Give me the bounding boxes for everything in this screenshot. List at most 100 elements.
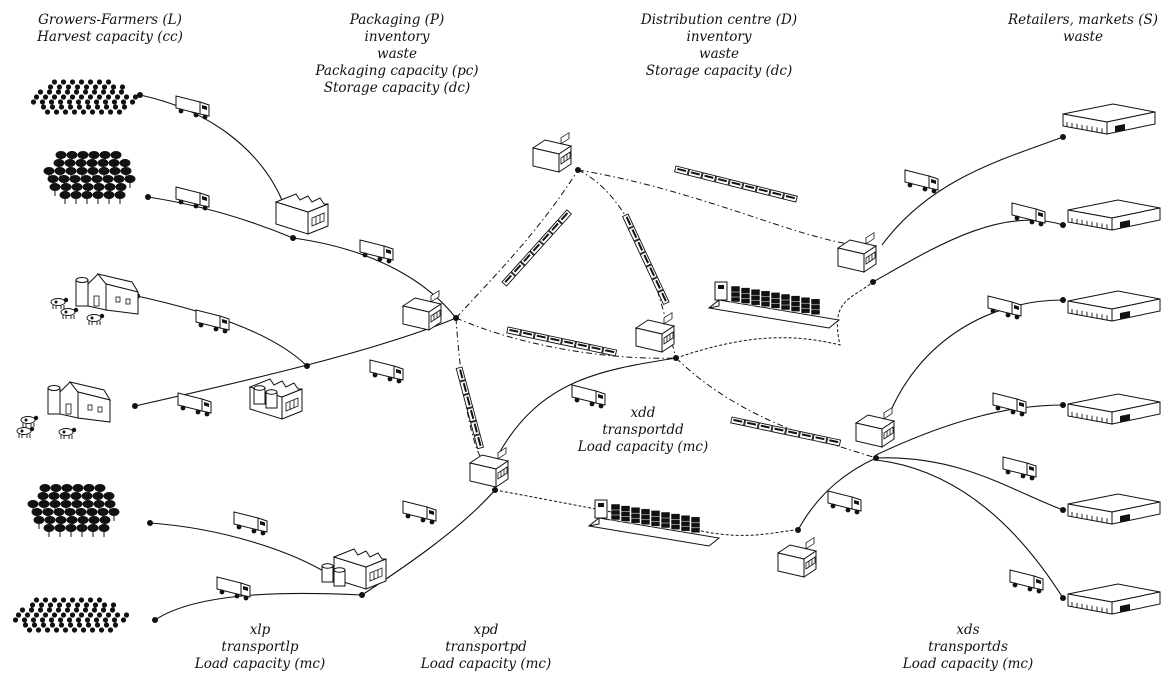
node-dot	[145, 194, 151, 200]
link-field1-factory1	[139, 94, 283, 201]
sea-link-b	[494, 489, 799, 536]
train-icon	[506, 326, 618, 357]
truck-icon	[359, 239, 394, 264]
flow-xlp-name: xlp	[249, 622, 271, 638]
cargo-ship-icon	[587, 499, 721, 547]
warehouse-icon	[854, 406, 896, 448]
node-dot	[1060, 222, 1066, 228]
node-dot	[1060, 402, 1066, 408]
link-dist-retail5	[875, 457, 1064, 511]
distribution-header: Distribution centre (D) inventory waste …	[641, 12, 797, 80]
link-dist-retail1	[881, 136, 1064, 246]
warehouse-icon	[468, 446, 510, 488]
flow-xdd-transport: transportdd	[602, 422, 684, 438]
link-dist-retail6	[875, 459, 1064, 599]
packaging-header: Packaging (P) inventory waste Packaging …	[315, 12, 478, 97]
link-field2-junction	[147, 196, 294, 239]
packaging-storage: Storage capacity (dc)	[323, 80, 471, 96]
cow-icon	[20, 415, 39, 427]
flow-xdd-capacity: Load capacity (mc)	[577, 439, 709, 455]
flow-xlp-transport: transportlp	[221, 639, 299, 655]
cargo-ship-icon	[707, 281, 841, 329]
warehouse-icon	[531, 131, 573, 173]
growers-header: Growers-Farmers (L) Harvest capacity (cc…	[37, 12, 183, 46]
flow-xds-name: xds	[956, 622, 980, 638]
node-dot	[304, 363, 310, 369]
packaging-capacity: Packaging capacity (pc)	[315, 63, 479, 79]
truck-icon	[195, 309, 230, 334]
flow-xpd-capacity: Load capacity (mc)	[420, 656, 552, 672]
truck-icon	[233, 511, 268, 536]
packaging-waste: waste	[377, 46, 417, 62]
tree-field-icon	[27, 484, 120, 537]
truck-icon	[1009, 569, 1044, 594]
silo-icon	[321, 563, 346, 587]
warehouse-icon	[634, 311, 676, 353]
distribution-storage: Storage capacity (dc)	[645, 63, 793, 79]
node-dot	[1060, 507, 1066, 513]
truck-icon	[827, 490, 862, 515]
link-field4-factory2	[154, 592, 363, 621]
store-icon	[1062, 103, 1156, 135]
flow-xpd-transport: transportpd	[445, 639, 527, 655]
rail-link-f	[675, 357, 877, 459]
link-field3-factory2	[149, 522, 331, 576]
distribution-title: Distribution centre (D)	[640, 12, 798, 28]
node-dot	[1060, 134, 1066, 140]
link-junction-pack	[292, 237, 457, 319]
cow-icon	[60, 307, 79, 319]
retailers-waste: waste	[1063, 29, 1103, 45]
dairy-farm-icon	[75, 273, 140, 315]
flow-xdd: xdd transportdd Load capacity (mc)	[578, 405, 709, 456]
store-icon	[1067, 199, 1161, 231]
truck-icon	[369, 359, 404, 384]
train-icon	[501, 209, 573, 287]
store-icon	[1067, 583, 1161, 615]
flow-xds-transport: transportds	[928, 639, 1008, 655]
truck-icon	[402, 500, 437, 525]
dairy-farm-icon	[47, 381, 112, 423]
truck-icon	[175, 95, 210, 120]
store-icon	[1067, 393, 1161, 425]
factory-icon	[332, 548, 387, 590]
link-dist-retail7	[797, 457, 877, 531]
train-icon	[455, 366, 485, 450]
silo-icon	[253, 385, 278, 409]
rail-link-e	[455, 317, 483, 461]
train-icon	[621, 213, 670, 306]
flow-xdd-name: xdd	[630, 405, 656, 421]
link-factory2-dist	[361, 489, 496, 596]
train-icon	[674, 165, 798, 203]
node-dot	[453, 315, 459, 321]
flow-xpd-name: xpd	[473, 622, 499, 638]
node-dot	[132, 403, 138, 409]
node-dot	[1060, 595, 1066, 601]
cow-icon	[16, 426, 35, 438]
retailers-title: Retailers, markets (S)	[1007, 12, 1159, 28]
node-dot	[147, 520, 153, 526]
node-dot	[873, 455, 879, 461]
warehouse-icon	[836, 231, 878, 273]
store-icon	[1067, 290, 1161, 322]
node-dot	[1060, 297, 1066, 303]
truck-icon	[175, 186, 210, 211]
rail-link-d	[455, 317, 677, 359]
retailers-header: Retailers, markets (S) waste	[1008, 12, 1158, 46]
growers-capacity: Harvest capacity (cc)	[37, 29, 183, 45]
warehouse-icon	[776, 536, 818, 578]
orchard-icon	[30, 79, 139, 115]
distribution-inventory: inventory	[686, 29, 752, 45]
cow-icon	[58, 427, 77, 439]
truck-icon	[177, 392, 212, 417]
cow-icon	[86, 313, 105, 325]
truck-icon	[571, 384, 606, 409]
tree-field-icon	[43, 151, 136, 204]
flow-xlp: xlp transportlp Load capacity (mc)	[195, 622, 326, 673]
distribution-waste: waste	[699, 46, 739, 62]
orchard-icon	[12, 597, 130, 633]
node-dot	[152, 617, 158, 623]
node-dot	[359, 592, 365, 598]
link-dist-retail3	[888, 299, 1064, 416]
flow-xlp-capacity: Load capacity (mc)	[194, 656, 326, 672]
